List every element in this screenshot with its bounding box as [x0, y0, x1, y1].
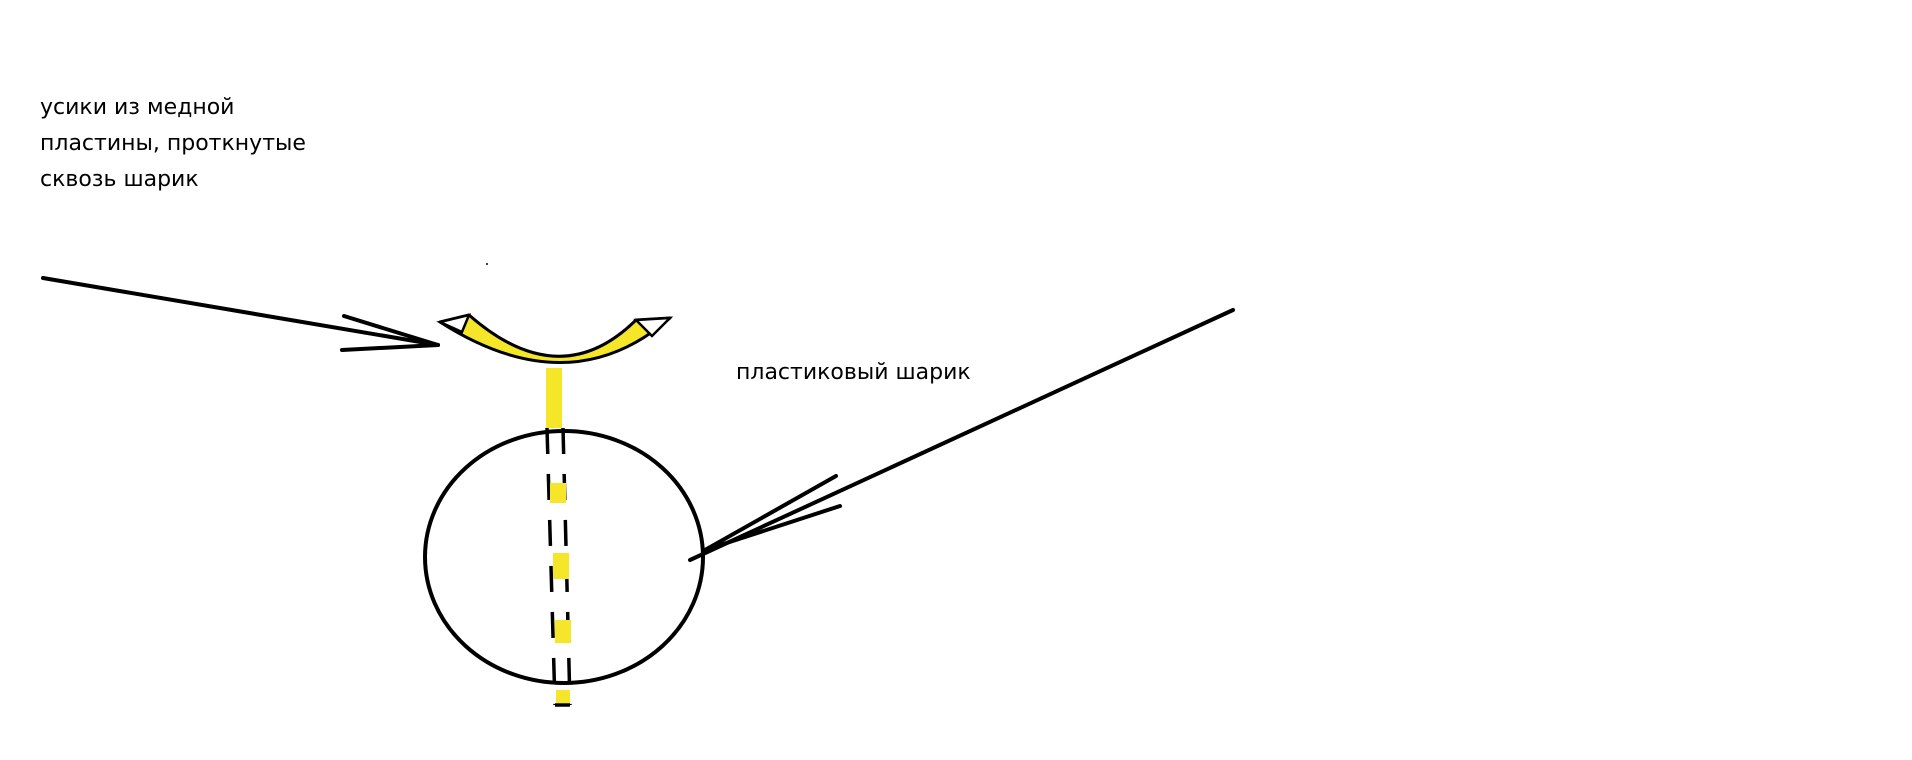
arrow-to-ball-shaft — [688, 308, 1235, 562]
strip-segment-4 — [556, 690, 570, 703]
stray-dot — [486, 263, 488, 265]
copper-whisker-crescent — [436, 313, 674, 364]
arrow-to-whiskers — [41, 276, 440, 352]
whiskers-label: усики из медной пластины, проткнутые скв… — [40, 90, 306, 198]
crescent-left-end — [436, 313, 472, 334]
whiskers-label-line-2: пластины, проткнутые — [40, 131, 306, 156]
whiskers-label-line-3: сквозь шарик — [40, 167, 199, 192]
arrow-to-ball-head-upper — [703, 474, 838, 552]
crescent-fill — [438, 313, 672, 364]
arrow-to-ball — [688, 308, 1235, 562]
strip-segment-2 — [553, 553, 569, 579]
strip-segment-1 — [550, 483, 566, 503]
arrow-to-whiskers-head-lower — [340, 343, 440, 352]
copper-stem — [546, 368, 562, 428]
crescent-right-end — [633, 316, 674, 338]
ball-label: пластиковый шарик — [736, 360, 971, 385]
copper-strip-inside-ball — [545, 427, 572, 707]
strip-edge-left — [545, 427, 557, 706]
whiskers-label-line-1: усики из медной — [40, 95, 235, 120]
strip-segment-3 — [555, 620, 571, 643]
arrow-to-whiskers-head-upper — [342, 314, 440, 347]
arrow-to-ball-head-lower — [703, 504, 842, 552]
arrow-to-whiskers-shaft — [41, 276, 440, 347]
